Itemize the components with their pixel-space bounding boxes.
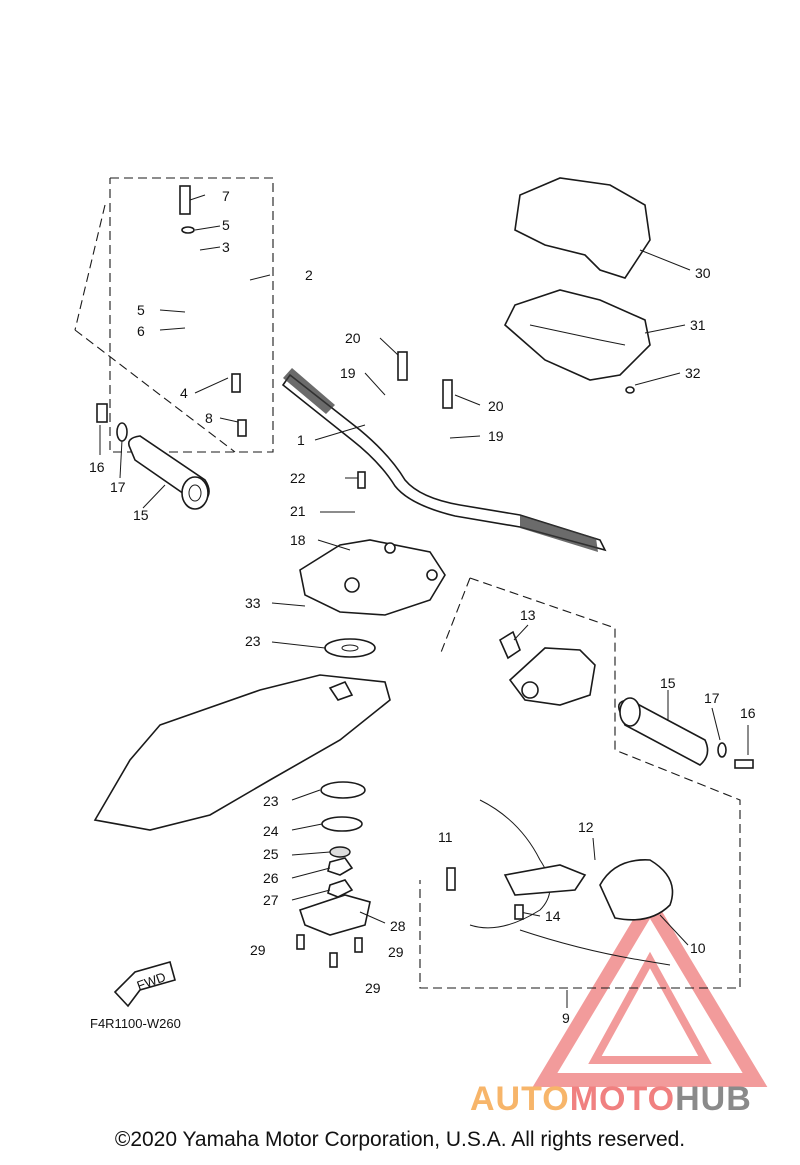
callout-25: 25: [263, 846, 279, 862]
callout-15b: 15: [660, 675, 676, 691]
callout-24: 24: [263, 823, 279, 839]
dash-box-left-assembly: [74, 177, 274, 453]
callout-13: 13: [520, 607, 536, 623]
callout-23b: 23: [263, 793, 279, 809]
leader-lines: [99, 194, 749, 1008]
fwd-arrow-icon: FWD: [113, 961, 176, 1008]
callout-2: 2: [305, 267, 313, 283]
callout-14: 14: [545, 908, 561, 924]
watermark-part-1: AUTO: [470, 1080, 570, 1118]
callout-11: 11: [438, 829, 453, 845]
callout-5b: 5: [137, 302, 145, 318]
callout-12: 12: [578, 819, 594, 835]
grip-right: [617, 697, 709, 766]
callout-9: 9: [562, 1010, 570, 1026]
callout-30: 30: [695, 265, 711, 281]
callout-18: 18: [290, 532, 306, 548]
handlebar: [281, 368, 607, 552]
callout-16: 16: [89, 459, 105, 475]
watermark-triangle-logo: [532, 891, 768, 1087]
callout-5: 5: [222, 217, 230, 233]
callout-7: 7: [222, 188, 230, 204]
callout-17: 17: [110, 479, 126, 495]
callout-10: 10: [690, 940, 706, 956]
callout-16b: 16: [740, 705, 756, 721]
watermark-part-3: HUB: [675, 1080, 752, 1118]
callout-15: 15: [133, 507, 149, 523]
copyright-notice: ©2020 Yamaha Motor Corporation, U.S.A. A…: [114, 1128, 686, 1151]
callout-6: 6: [137, 323, 145, 339]
callout-33: 33: [245, 595, 261, 611]
callout-21: 21: [290, 503, 306, 519]
switch-housing: [498, 630, 596, 706]
washer-stack: [320, 638, 376, 898]
callout-1: 1: [297, 432, 305, 448]
callout-29c: 29: [365, 980, 381, 996]
callout-26: 26: [263, 870, 279, 886]
callout-29: 29: [250, 942, 266, 958]
switch-wiring: [469, 799, 674, 966]
callout-20: 20: [345, 330, 361, 346]
diagram-code: F4R1100-W260: [90, 1016, 181, 1031]
fasteners: [96, 185, 754, 968]
handle-mount-plate: [299, 539, 446, 616]
grip-left: [127, 435, 210, 510]
steering-column: [93, 674, 391, 831]
callout-27: 27: [263, 892, 279, 908]
callout-23: 23: [245, 633, 261, 649]
watermark-part-2: MOTO: [569, 1080, 676, 1118]
callout-8: 8: [205, 410, 213, 426]
callout-3: 3: [222, 239, 230, 255]
callout-28: 28: [390, 918, 406, 934]
callout-22: 22: [290, 470, 306, 486]
watermark-text: AUTOMOTOHUB: [470, 1080, 752, 1119]
dash-box-right-assembly: [419, 577, 741, 989]
callout-32: 32: [685, 365, 701, 381]
callout-17b: 17: [704, 690, 720, 706]
callout-labels: 1 2 3 4 5 5 6 7 8 9 10 11 12 13 14 15 15…: [89, 188, 756, 1026]
lower-cover: [504, 289, 651, 381]
callout-29b: 29: [388, 944, 404, 960]
bracket-28: [298, 894, 371, 936]
callout-31: 31: [690, 317, 706, 333]
callout-4: 4: [180, 385, 188, 401]
callout-20b: 20: [488, 398, 504, 414]
upper-cover: [514, 177, 651, 279]
callout-19b: 19: [488, 428, 504, 444]
callout-19: 19: [340, 365, 356, 381]
